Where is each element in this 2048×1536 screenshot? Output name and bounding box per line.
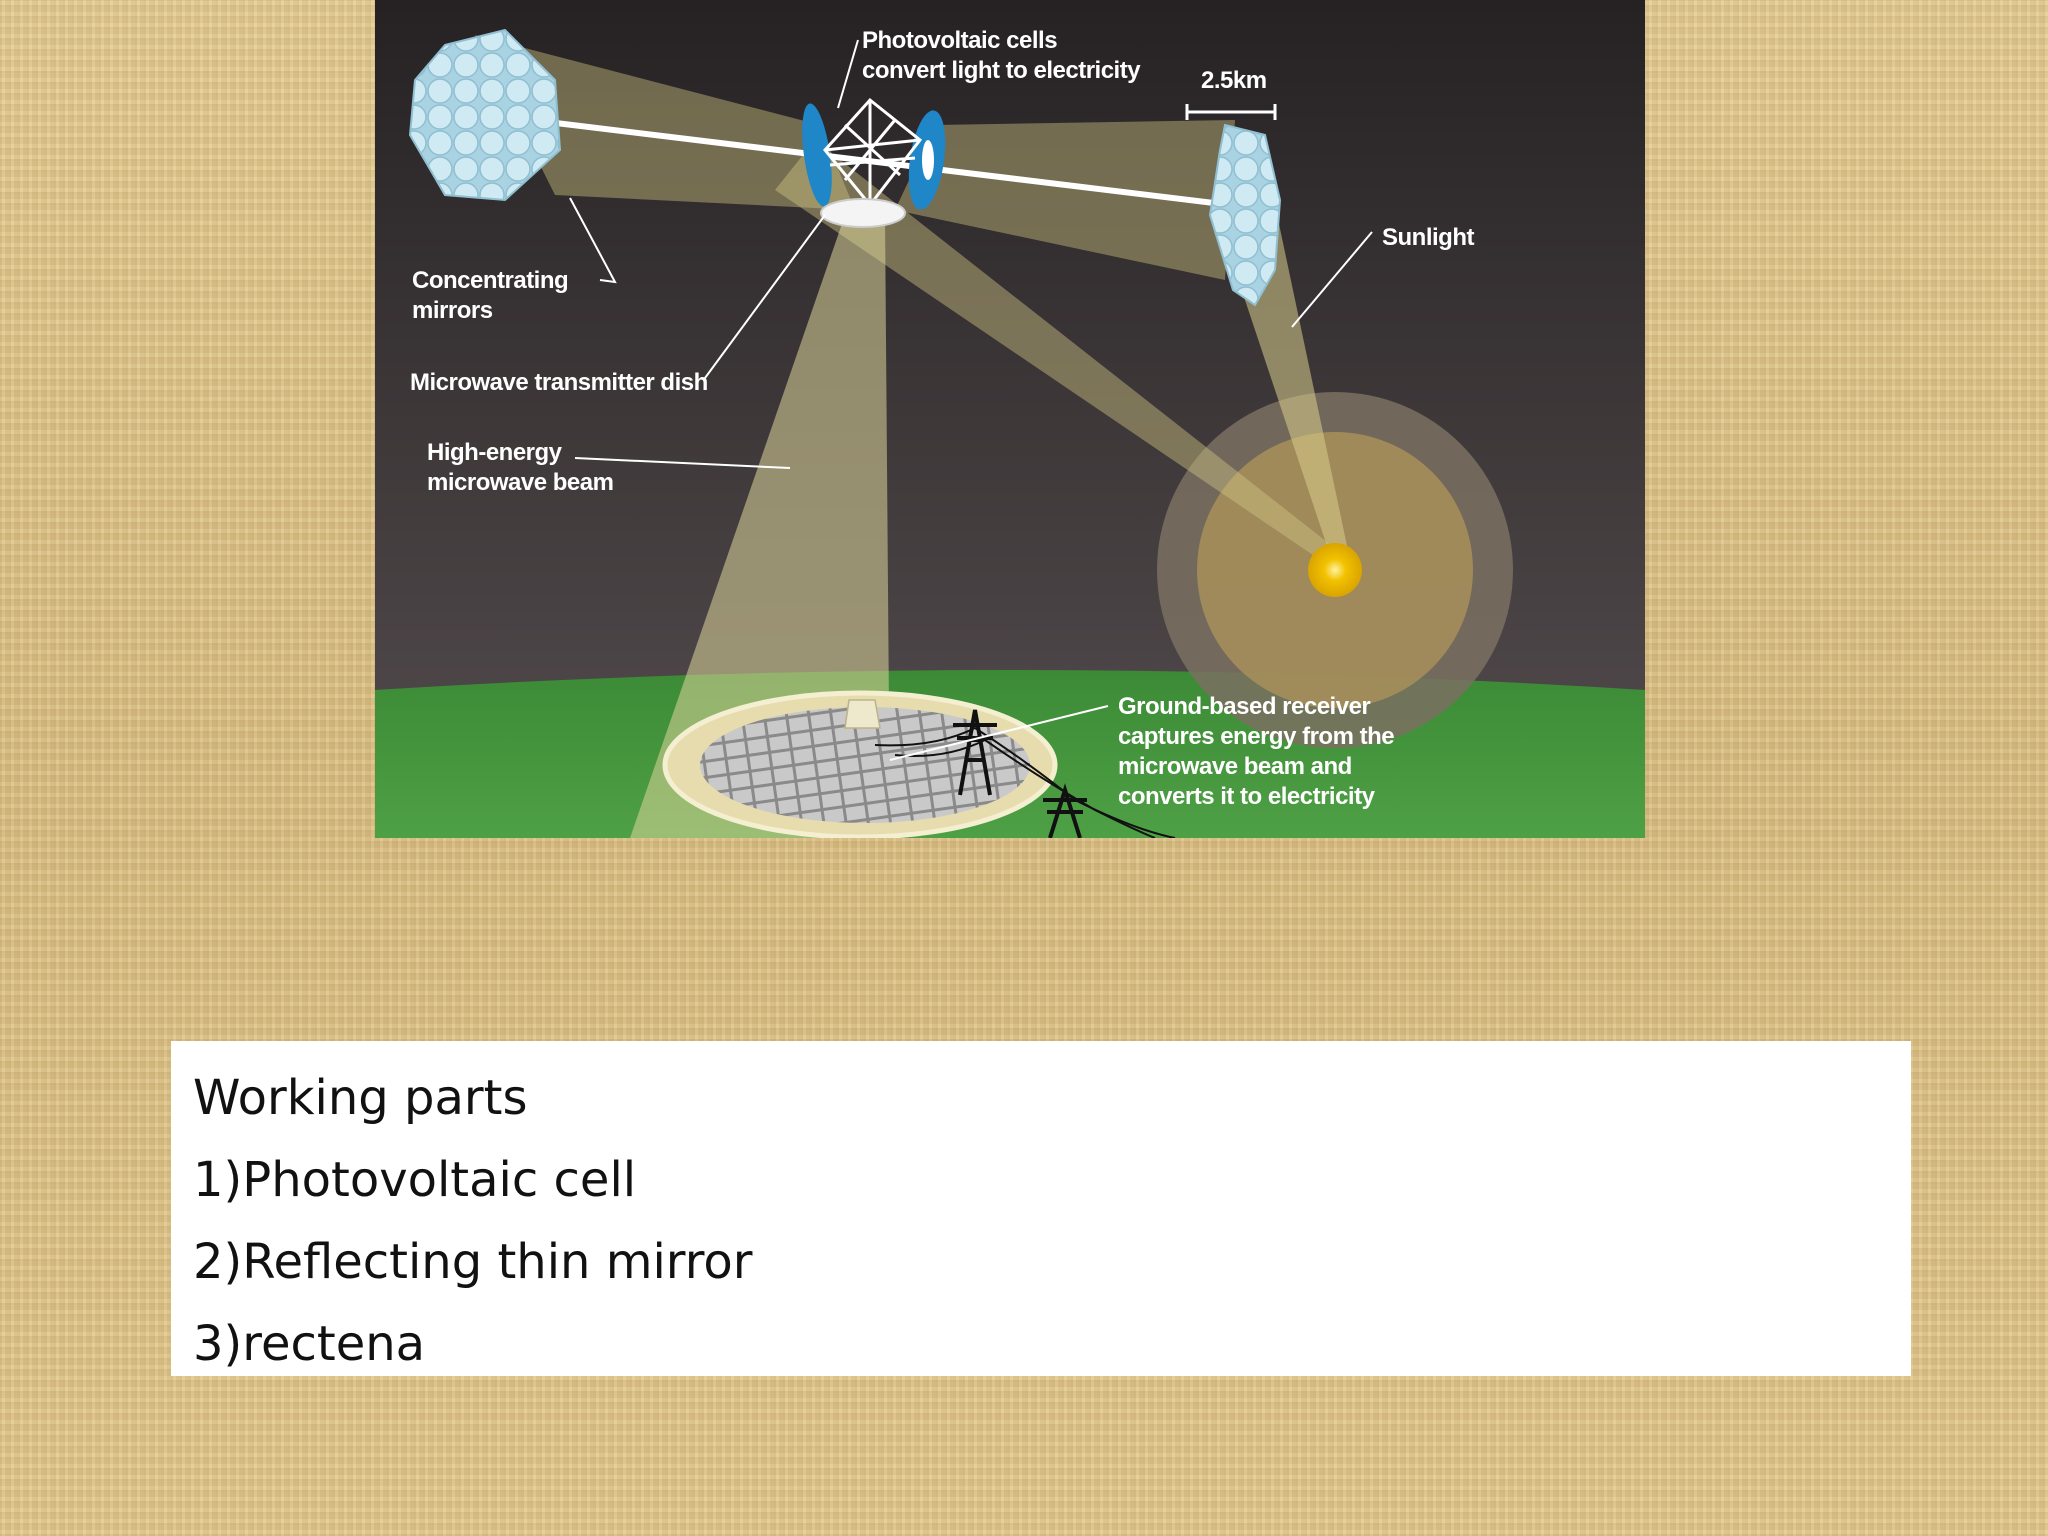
space-solar-power-diagram: Photovoltaic cells convert light to elec… bbox=[375, 0, 1645, 838]
working-parts-box: Working parts 1)Photovoltaic cell 2)Refl… bbox=[171, 1041, 1911, 1376]
label-photovoltaic-1: Photovoltaic cells bbox=[862, 27, 1057, 54]
satellite-icon bbox=[802, 97, 946, 228]
label-beam-2: microwave beam bbox=[427, 469, 613, 496]
control-building bbox=[844, 699, 881, 729]
label-transmitter: Microwave transmitter dish bbox=[410, 369, 708, 396]
label-receiver-2: captures energy from the bbox=[1118, 723, 1394, 750]
label-receiver-4: converts it to electricity bbox=[1118, 783, 1376, 810]
sunlight-beam-left bbox=[775, 140, 1350, 570]
left-mirror-array bbox=[408, 28, 562, 202]
label-scale: 2.5km bbox=[1201, 67, 1267, 94]
beam-left-mirror bbox=[475, 35, 855, 210]
label-beam-1: High-energy bbox=[427, 439, 563, 466]
beam-right-mirror bbox=[895, 120, 1235, 280]
label-receiver-3: microwave beam and bbox=[1118, 753, 1352, 780]
label-receiver-1: Ground-based receiver bbox=[1118, 693, 1370, 720]
list-item: 1)Photovoltaic cell bbox=[193, 1152, 637, 1208]
microwave-beam bbox=[630, 215, 890, 838]
rectenna-grid bbox=[700, 707, 1030, 823]
diagram-svg: Photovoltaic cells convert light to elec… bbox=[375, 0, 1645, 838]
right-mirror-array bbox=[1208, 123, 1282, 307]
power-pylon-icon bbox=[874, 709, 1176, 838]
leader-photovoltaic bbox=[837, 39, 859, 109]
leader-beam bbox=[574, 457, 791, 469]
list-item: 3)rectena bbox=[193, 1316, 426, 1372]
leader-transmitter bbox=[704, 214, 826, 379]
list-item: 2)Reflecting thin mirror bbox=[193, 1234, 753, 1290]
label-photovoltaic-2: convert light to electricity bbox=[862, 57, 1141, 84]
label-sunlight: Sunlight bbox=[1382, 224, 1474, 251]
leader-receiver bbox=[889, 705, 1109, 761]
working-parts-heading: Working parts bbox=[193, 1070, 528, 1126]
leader-sunlight bbox=[1291, 231, 1373, 328]
sun-icon bbox=[1308, 543, 1362, 597]
leader-mirrors bbox=[569, 197, 617, 284]
label-mirrors-1: Concentrating bbox=[412, 267, 568, 294]
label-mirrors-2: mirrors bbox=[412, 297, 493, 324]
